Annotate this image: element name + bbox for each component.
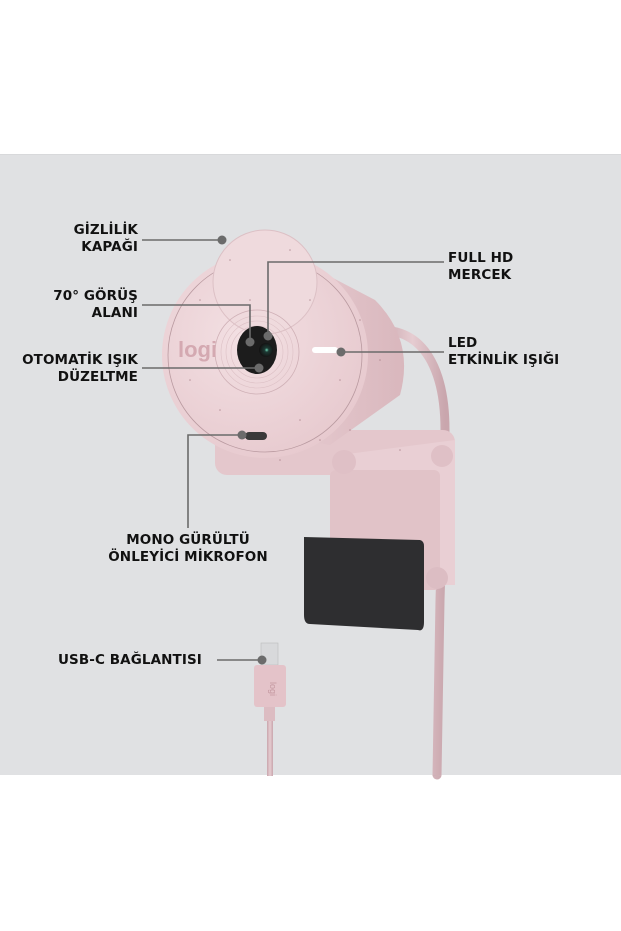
callout-lines: [142, 239, 444, 661]
mount-clip: [304, 537, 424, 631]
callout-field-of-view: 70° GÖRÜŞ ALANI: [20, 288, 138, 322]
callout-led-line2: ETKİNLİK IŞIĞI: [448, 352, 560, 368]
speckle-texture: [189, 249, 401, 461]
led-light: [312, 347, 338, 353]
callout-microphone-line2: ÖNLEYİCİ MİKROFON: [108, 549, 268, 565]
callout-field-of-view-line1: 70° GÖRÜŞ: [53, 288, 138, 304]
privacy-cover: [212, 229, 318, 335]
callout-full-hd-line1: FULL HD: [448, 250, 514, 266]
callout-full-hd-line2: MERCEK: [448, 267, 512, 283]
callout-field-of-view-line2: ALANI: [91, 305, 138, 321]
callout-auto-light-line2: DÜZELTME: [57, 369, 138, 385]
callout-privacy-cover-line2: KAPAĞI: [81, 239, 138, 255]
callout-privacy-cover: GİZLİLİK KAPAĞI: [40, 222, 138, 256]
microphone-slot: [245, 432, 267, 440]
callout-privacy-cover-line1: GİZLİLİK: [73, 222, 138, 238]
callout-led-line1: LED: [448, 335, 478, 351]
callout-auto-light-correction: OTOMATİK IŞIK DÜZELTME: [0, 352, 138, 386]
callout-microphone-line1: MONO GÜRÜLTÜ: [126, 532, 250, 548]
callout-microphone: MONO GÜRÜLTÜ ÖNLEYİCİ MİKROFON: [93, 532, 283, 566]
callout-dots: [217, 235, 346, 665]
logi-logo: logi: [178, 337, 217, 362]
callout-usb-c-line1: USB-C BAĞLANTISI: [58, 652, 202, 668]
callout-full-hd-lens: FULL HD MERCEK: [448, 250, 513, 284]
mount-stand: [215, 430, 455, 631]
callout-auto-light-line1: OTOMATİK IŞIK: [22, 352, 138, 368]
callout-usb-c: USB-C BAĞLANTISI: [58, 652, 202, 669]
cable: [375, 325, 450, 780]
svg-text:logi: logi: [268, 682, 278, 696]
callout-led-activity-light: LED ETKİNLİK IŞIĞI: [448, 335, 559, 369]
